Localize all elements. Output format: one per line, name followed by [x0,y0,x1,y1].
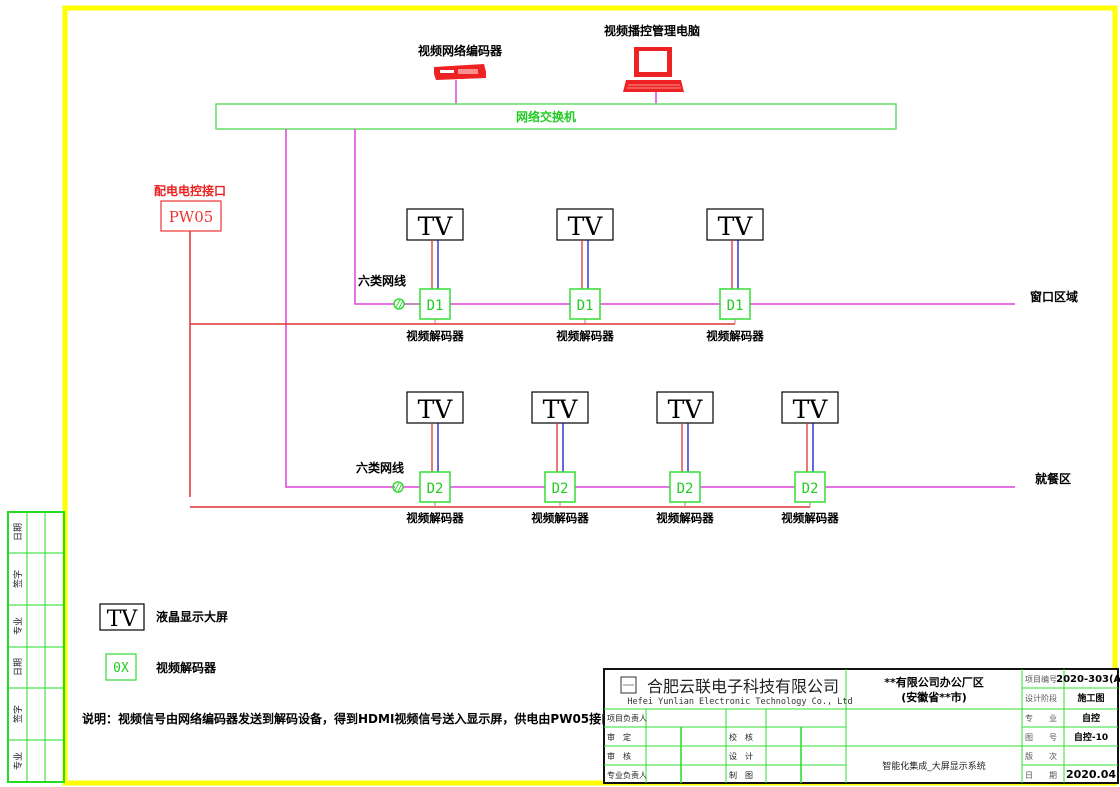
decoder-code: D1 [427,298,444,314]
decoder-code: D2 [677,481,694,497]
field-key: 设计阶段 [1025,693,1057,703]
field-key: 项目编号 [1025,674,1057,684]
tv-box [406,391,464,424]
tv-label: TV [543,395,579,424]
field-value: 2020.04 [1066,768,1116,781]
decoder-unit: TV D2 视频解码器 [531,391,589,525]
tv-label: TV [793,395,829,424]
project-location: (安徽省**市) [901,690,967,704]
side-strip-label: 日期 [13,658,24,676]
decoder-label: 视频解码器 [656,511,714,525]
legend-decoder-label: 视频解码器 [156,660,217,675]
switch-label: 网络交换机 [516,109,576,124]
computer-icon [623,47,684,92]
role-label: 设 计 [729,751,753,761]
encoder-icon [434,64,486,80]
decoder-label: 视频解码器 [556,329,614,343]
field-key: 图 号 [1025,733,1057,742]
decoder-box [419,288,451,320]
zone-label-row2: 就餐区 [1035,471,1071,486]
field-key: 专 业 [1025,713,1057,723]
field-value: 施工图 [1077,692,1104,704]
role-label: 校 核 [729,732,753,742]
role-label: 审 核 [607,751,631,761]
decoder-label: 视频解码器 [781,511,839,525]
company-name-en: Hefei Yunlian Electronic Technology Co.,… [627,697,852,707]
legend-decoder-symbol [105,653,137,681]
note-text: 说明：视频信号由网络编码器发送到解码设备，得到HDMI视频信号送入显示屏，供电由… [82,711,673,726]
tv-box [406,208,464,241]
legend-tv-text: TV [107,607,139,632]
role-label: 审 定 [607,732,631,742]
decoder-code: D2 [552,481,569,497]
side-strip-label: 签字 [12,570,24,588]
legend-tv-symbol [99,603,145,631]
field-key: 日 期 [1025,771,1057,780]
project-name: **有限公司办公厂区 [884,675,984,689]
tv-label: TV [418,212,454,241]
encoder-label: 视频网络编码器 [418,43,503,58]
tv-box [531,391,589,424]
field-value: 自控-10 [1074,731,1108,743]
drawing-frame [62,5,1118,786]
side-strip-label: 日期 [13,523,24,541]
decoder-code: D1 [727,298,744,314]
field-value: 2020-303(A) [1056,674,1120,685]
decoder-code: D2 [427,481,444,497]
role-label: 专业负责人 [607,770,647,780]
role-label: 制 图 [729,770,753,780]
decoder-unit: TV D2 视频解码器 [781,391,839,525]
zone-label-row1: 窗口区域 [1030,289,1078,304]
cable-marker-icon [393,298,405,310]
legend: TV 液晶显示大屏 0X 视频解码器 [99,603,228,681]
decoder-unit: TV D2 视频解码器 [406,391,464,525]
decoder-unit: TV D1 视频解码器 [556,208,614,343]
decoder-box [569,288,601,320]
company-name-cn: 合肥云联电子科技有限公司 [647,677,839,696]
tv-box [781,391,839,424]
network-cable-row2 [285,129,395,488]
power-interface-title: 配电电控接口 [154,183,226,198]
drawing-title: 智能化集成_大屏显示系统 [882,760,986,772]
pc-label: 视频播控管理电脑 [604,23,700,38]
decoder-label: 视频解码器 [406,329,464,343]
tv-label: TV [418,395,454,424]
network-cable-row1 [354,129,395,305]
field-key: 版 次 [1025,751,1057,761]
side-strip-label: 专业 [12,617,24,635]
legend-tv-label: 液晶显示大屏 [156,609,228,624]
tv-label: TV [668,395,704,424]
decoder-code: D2 [802,481,819,497]
decoder-label: 视频解码器 [706,329,764,343]
decoder-code: D1 [577,298,594,314]
decoder-unit: TV D2 视频解码器 [656,391,714,525]
decoder-unit: TV D1 视频解码器 [406,208,464,343]
network-switch [215,103,897,130]
power-interface-box [160,200,222,232]
decoder-label: 视频解码器 [531,511,589,525]
tv-box [706,208,764,241]
field-value: 自控 [1082,712,1100,724]
cable-label-row1: 六类网线 [358,273,406,288]
power-interface-code: PW05 [169,208,214,226]
decoder-unit: TV D1 视频解码器 [706,208,764,343]
role-label: 项目负责人 [607,713,647,723]
tv-label: TV [568,212,604,241]
tv-box [656,391,714,424]
tv-label: TV [718,212,754,241]
decoder-label: 视频解码器 [406,511,464,525]
side-strip: 日期 签字 专业 日期 签字 专业 [7,511,65,783]
tv-box [556,208,614,241]
company-logo-icon [620,676,637,694]
legend-decoder-text: 0X [113,661,129,676]
cable-label-row2: 六类网线 [356,460,404,475]
side-strip-label: 专业 [12,752,24,770]
title-block: 合肥云联电子科技有限公司 Hefei Yunlian Electronic Te… [603,668,1120,784]
side-strip-label: 签字 [12,705,24,723]
